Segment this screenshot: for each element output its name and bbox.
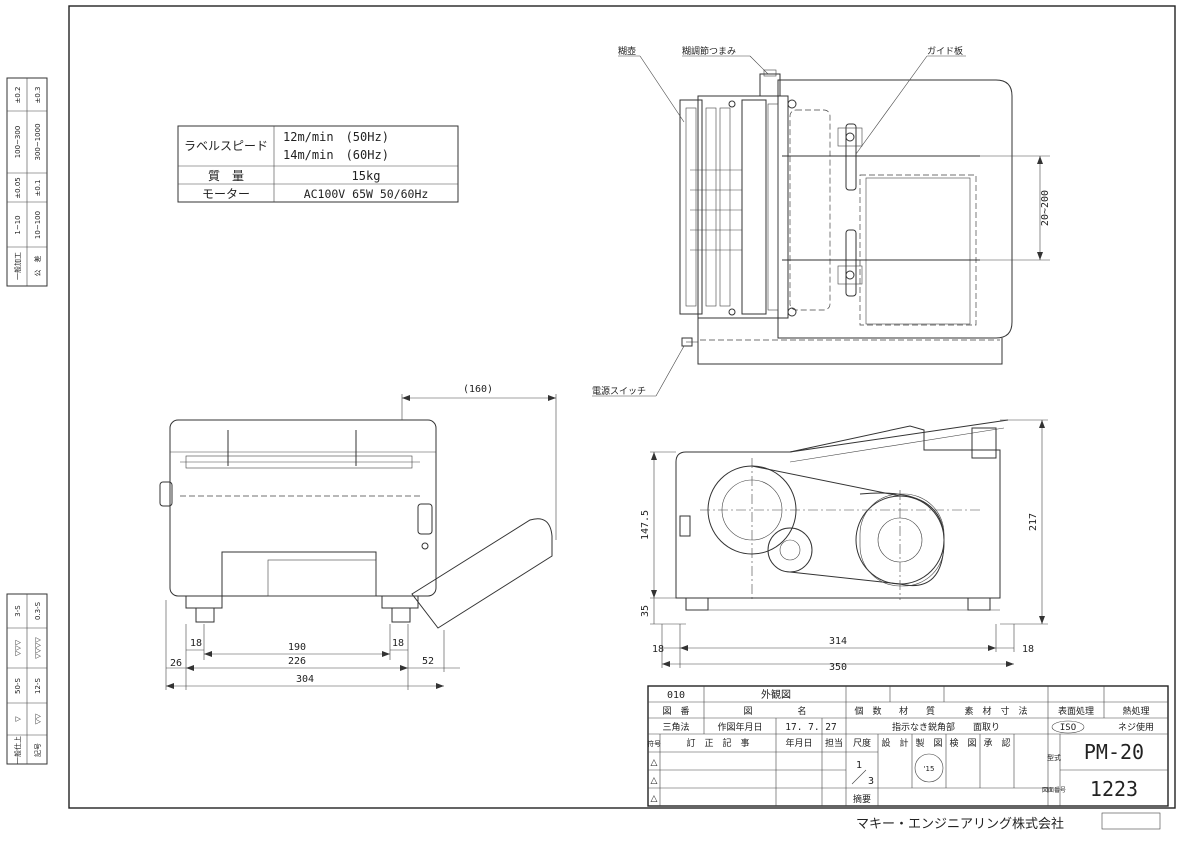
fin-r1c4: ▽▽▽ <box>14 639 22 656</box>
top-view: 20~200 <box>679 69 1051 365</box>
tb-material-label: 材 質 <box>899 705 935 717</box>
tb-drawing-no-label: 図 番 <box>662 705 689 717</box>
spec-label-motor: モーター <box>202 187 250 201</box>
tb-rev-sym: 符号 <box>647 739 661 748</box>
tb-check-label: 検 図 <box>949 737 976 749</box>
sheet-border <box>68 5 1176 809</box>
side-view: 147.5 35 217 18 314 18 350 <box>640 419 1048 673</box>
dim-side-350: 350 <box>829 662 847 673</box>
callout-paste-knob: 糊調節つまみ <box>682 45 736 57</box>
tb-created-date: 17. 7. 27 <box>785 722 836 733</box>
fin-r2c3: 12-S <box>34 678 42 694</box>
fin-r1c5: 3-S <box>14 605 22 617</box>
tb-drawing-number: 1223 <box>1090 777 1138 801</box>
title-block: 010 外観図 図 番 図 名 個 数 材 質 素 材 寸 法 表面処理 熱処理… <box>647 685 1169 807</box>
callout-guide-plate: ガイド板 <box>927 45 963 57</box>
dim-front-18a: 18 <box>190 638 202 649</box>
tb-approve-label: 承 認 <box>983 737 1010 749</box>
tol-r2c1: 公 差 <box>33 256 42 277</box>
tol-r1c5: ±0.2 <box>14 87 22 104</box>
dim-side-314: 314 <box>829 636 847 647</box>
spec-label-speed: ラベルスピード <box>184 139 268 153</box>
dim-side-18a: 18 <box>652 644 664 655</box>
dim-front-160: (160) <box>463 384 493 395</box>
tb-model: PM-20 <box>1084 740 1144 764</box>
tb-rev-person: 担当 <box>825 737 843 749</box>
tol-r1c4: 100~300 <box>14 126 22 159</box>
rev-mark-2: △ <box>651 776 658 786</box>
callout-power-switch: 電源スイッチ <box>592 386 646 397</box>
tb-scale-label: 尺度 <box>853 737 871 749</box>
fin-r2c1: 記号 <box>33 743 42 757</box>
rev-mark-1: △ <box>651 758 658 768</box>
blank-box <box>1101 812 1161 830</box>
tol-r1c3: ±0.05 <box>14 177 22 198</box>
tb-scale-num: 1 <box>856 760 862 771</box>
tb-stamp-text: '15 <box>924 765 935 773</box>
tb-design-label: 設 計 <box>881 737 908 749</box>
dim-front-226: 226 <box>288 656 306 667</box>
tb-type-label: 型式 <box>1047 753 1061 762</box>
front-view: (160) 18 190 18 26 226 52 304 <box>159 384 557 690</box>
tb-screw: ネジ使用 <box>1118 721 1154 733</box>
tb-rev-label: 訂 正 記 事 <box>686 737 749 749</box>
fin-r1c1: 一般仕上 <box>13 736 22 764</box>
dim-side-217: 217 <box>1028 513 1039 531</box>
tb-qty-label: 個 数 <box>854 705 881 717</box>
tol-r2c4: 300~1000 <box>34 123 42 160</box>
dim-top-range: 20~200 <box>1040 190 1051 226</box>
spec-value-mass: 15kg <box>352 169 381 183</box>
tb-material-size-label: 素 材 寸 法 <box>964 705 1027 717</box>
fin-r1c3: 50-S <box>14 678 22 694</box>
spec-value-speed-60: 14m/min (60Hz) <box>283 148 389 162</box>
spec-label-mass: 質 量 <box>208 168 244 183</box>
tolerance-table: 一般加工 1~10 ±0.05 100~300 ±0.2 公 差 10~100 … <box>6 77 48 287</box>
fin-r2c5: 0.3-S <box>34 601 42 620</box>
tb-created-label: 作図年月日 <box>717 721 762 733</box>
tb-draft-label: 製 図 <box>915 737 942 749</box>
dim-front-52: 52 <box>422 656 434 667</box>
tb-drawing-name-label: 図 名 <box>743 705 806 717</box>
tol-r2c3: ±0.1 <box>34 180 42 197</box>
dim-side-35: 35 <box>640 605 651 617</box>
finish-table: 一般仕上 ▽ 50-S ▽▽▽ 3-S 記号 ▽▽ 12-S ▽▽▽▽ 0.3-… <box>6 593 48 765</box>
callout-paste-tray: 糊壺 <box>618 45 636 57</box>
tb-scale-den: 3 <box>868 776 874 787</box>
company-name: マキー・エンジニアリング株式会社 <box>856 816 1064 832</box>
fin-r2c2: ▽▽ <box>34 713 42 724</box>
dim-front-26: 26 <box>170 658 182 669</box>
spec-table: ラベルスピード 12m/min (50Hz) 14m/min (60Hz) 質 … <box>177 125 459 203</box>
dim-side-18b: 18 <box>1022 644 1034 655</box>
tb-iso: ISO <box>1060 723 1076 733</box>
tol-r2c5: ±0.3 <box>34 87 42 104</box>
spec-value-motor: AC100V 65W 50/60Hz <box>304 187 429 201</box>
tb-rev-date: 年月日 <box>785 737 812 749</box>
fin-r1c2: ▽ <box>14 716 22 722</box>
callouts: 糊壺 糊調節つまみ ガイド板 電源スイッチ <box>592 45 966 397</box>
tb-corner-note: 指示なき鋭角部 面取り <box>892 721 1000 733</box>
tb-title: 外観図 <box>761 688 791 701</box>
dim-front-304: 304 <box>296 674 314 685</box>
tb-heat-label: 熱処理 <box>1122 705 1149 717</box>
tol-r1c2: 1~10 <box>14 215 22 234</box>
tb-projection: 三角法 <box>662 721 689 733</box>
dim-front-190: 190 <box>288 642 306 653</box>
tb-summary-label: 摘要 <box>853 793 871 805</box>
spec-value-speed-50: 12m/min (50Hz) <box>283 130 389 144</box>
dim-side-147: 147.5 <box>640 510 651 540</box>
tb-drawing-number-label: 図面番号 <box>1042 787 1066 794</box>
tol-r2c2: 10~100 <box>34 211 42 239</box>
approval-stamp <box>914 753 944 783</box>
tb-code: 010 <box>667 690 685 701</box>
tol-r1c1: 一般加工 <box>13 252 22 280</box>
fin-r2c4: ▽▽▽▽ <box>34 637 42 659</box>
tb-surface-label: 表面処理 <box>1058 705 1094 717</box>
rev-mark-3: △ <box>651 794 658 804</box>
dim-front-18b: 18 <box>392 638 404 649</box>
